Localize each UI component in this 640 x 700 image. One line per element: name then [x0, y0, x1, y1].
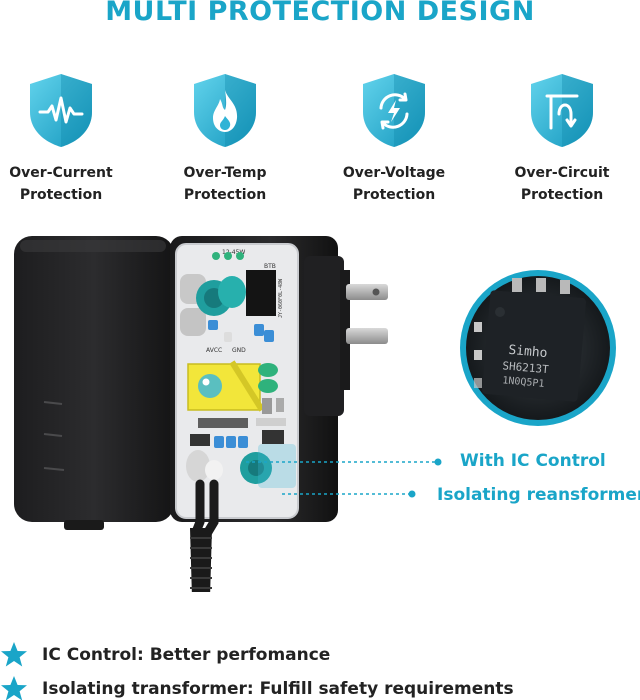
pulse-wave-icon: [30, 74, 92, 147]
power-cable: [190, 479, 219, 592]
feature-over-temp: Over-Temp Protection: [150, 72, 300, 206]
feature-label: Over-Circuit Protection: [514, 165, 610, 203]
circuit-board: 12-45W BTB AVCC GND JY-060F0L-48W: [175, 243, 299, 519]
feature-label: Over-Current Protection: [9, 165, 113, 203]
feature-label: Over-Voltage Protection: [342, 165, 446, 203]
page-title: MULTI PROTECTION DESIGN: [105, 0, 535, 27]
svg-text:JY-060F0L-48W: JY-060F0L-48W: [278, 278, 284, 318]
bullet-text: Isolating transformer: Fulfill safety re…: [42, 679, 514, 699]
board-label: BTB: [264, 263, 276, 270]
star-icon: [1, 676, 27, 700]
transformer-callout: Isolating reansformer: [437, 485, 640, 505]
board-label: 12-45W: [222, 249, 245, 256]
transformer-highlight: [258, 444, 296, 488]
ic-control-callout: With IC Control: [460, 451, 606, 471]
star-icon: [1, 642, 27, 667]
chip-brand-text: Simho: [508, 343, 548, 361]
chip-model-text: SH6213T: [502, 359, 550, 376]
bullet-isolating-transformer: Isolating transformer: Fulfill safety re…: [0, 674, 514, 700]
power-adapter-illustration: 12-45W BTB AVCC GND JY-060F0L-48W: [14, 236, 616, 592]
ic-chip-zoom: Simho SH6213T 1N0Q5P1: [460, 270, 616, 426]
circuit-breaker-icon: [531, 74, 593, 147]
feature-over-current: Over-Current Protection: [0, 72, 136, 206]
lightning-circle-icon: [363, 74, 425, 147]
plug-prongs: [346, 284, 388, 344]
flame-icon: [194, 74, 256, 147]
board-label: AVCC: [206, 347, 222, 354]
feature-over-voltage: Over-Voltage Protection: [319, 72, 469, 206]
board-label: GND: [232, 347, 246, 354]
feature-over-circuit: Over-Circuit Protection: [487, 72, 637, 206]
bullet-text: IC Control: Better perfomance: [42, 645, 331, 665]
bullet-ic-control: IC Control: Better perfomance: [0, 640, 330, 670]
chip-code-text: 1N0Q5P1: [502, 375, 545, 390]
feature-label: Over-Temp Protection: [183, 165, 267, 203]
adapter-case-left: [14, 236, 174, 530]
